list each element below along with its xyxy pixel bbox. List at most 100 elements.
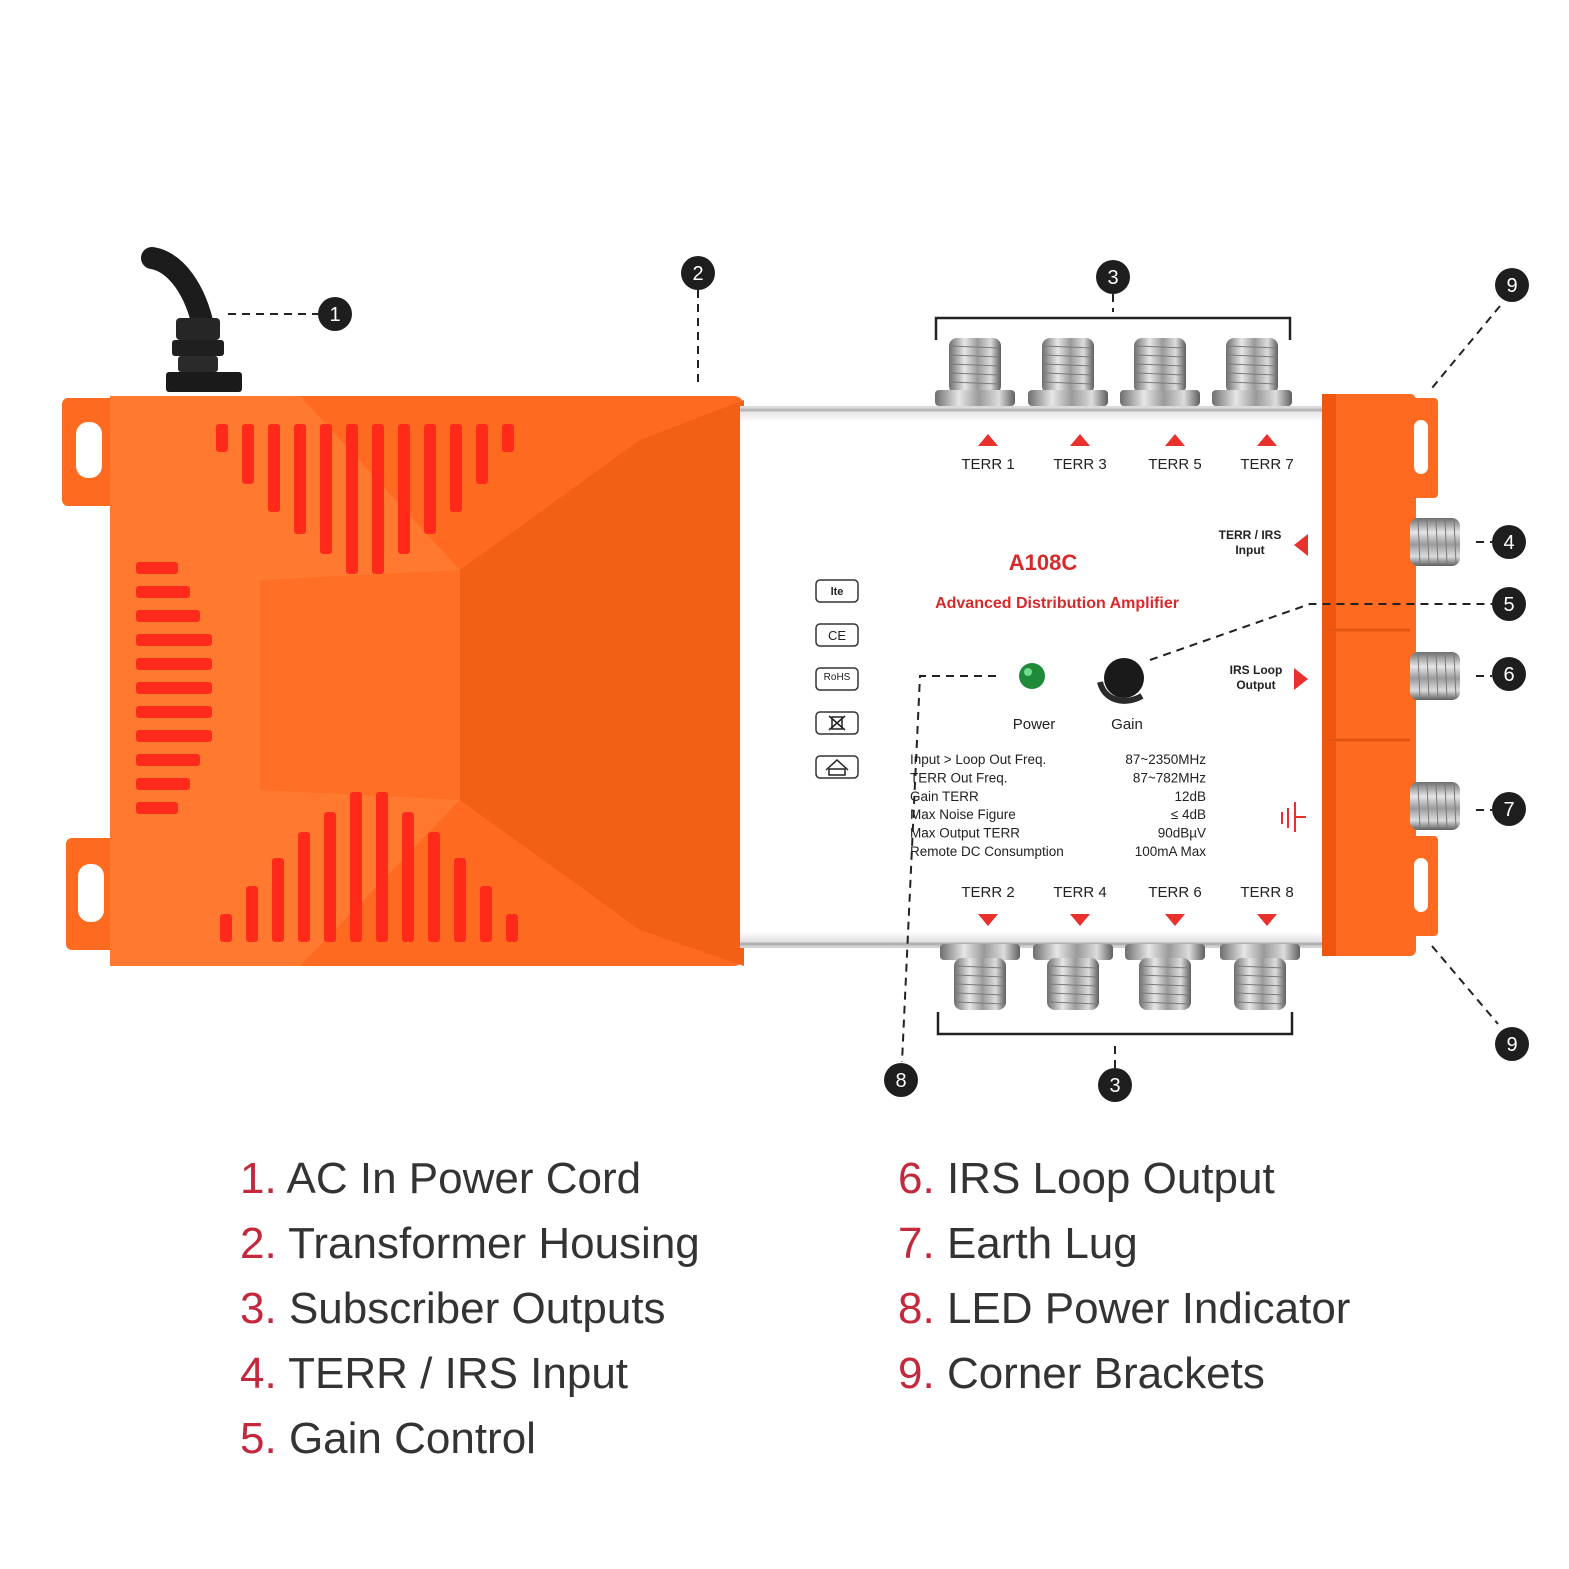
leader-5 (1149, 603, 1492, 661)
power-led-icon (1019, 663, 1045, 689)
legend-number: 7. (898, 1219, 935, 1268)
top-port-bracket (934, 316, 1292, 340)
callout-number: 8 (895, 1070, 906, 1092)
vent-slot (136, 682, 212, 694)
legend-item: 4. TERR / IRS Input (240, 1341, 700, 1406)
vent-slot (136, 706, 212, 718)
bottom-port-bracket (936, 1012, 1294, 1036)
vent-slot (220, 914, 232, 942)
callout-number: 3 (1109, 1075, 1120, 1097)
input-label-line1: TERR / IRS (1219, 528, 1282, 542)
legend-item: 7. Earth Lug (898, 1211, 1350, 1276)
legend-item: 6. IRS Loop Output (898, 1146, 1350, 1211)
vent-slot (324, 812, 336, 942)
legend-text: Transformer Housing (288, 1219, 700, 1268)
bottom-port-label: TERR 8 (1240, 884, 1293, 901)
loop-label-line1: IRS Loop (1230, 663, 1283, 677)
f-connector[interactable] (1220, 944, 1300, 1010)
callout-badge: 5 (1492, 587, 1526, 621)
spec-name: Max Output TERR (910, 826, 1020, 841)
f-connector[interactable] (1212, 338, 1292, 406)
vent-slot (136, 778, 190, 790)
port-up-arrow-icon (978, 434, 998, 446)
port-down-arrow-icon (978, 914, 998, 926)
recycle-house-icon (825, 758, 849, 776)
gain-knob[interactable] (1104, 658, 1144, 698)
leader-lines (228, 290, 1501, 1068)
rohs-mark-label: RoHS (824, 672, 851, 683)
vent-slot (424, 424, 436, 534)
f-connector[interactable] (1028, 338, 1108, 406)
vent-slot (294, 424, 306, 534)
legend-item: 5. Gain Control (240, 1406, 700, 1471)
callout-badge: 6 (1492, 657, 1526, 691)
legend-text: LED Power Indicator (946, 1284, 1351, 1333)
f-connector[interactable] (1410, 652, 1460, 700)
callout-number: 1 (329, 304, 340, 326)
callout-number: 6 (1503, 664, 1514, 686)
vent-slot (480, 886, 492, 942)
ce-mark-label: CE (828, 628, 846, 643)
callout-number: 7 (1503, 799, 1514, 821)
legend-text: TERR / IRS Input (288, 1349, 629, 1398)
vent-slot (454, 858, 466, 942)
f-connector[interactable] (1410, 518, 1460, 566)
top-port-label: TERR 7 (1240, 456, 1293, 473)
vent-slot (272, 858, 284, 942)
callout-number: 9 (1506, 1034, 1517, 1056)
bottom-port-label: TERR 2 (961, 884, 1014, 901)
power-cord (141, 247, 242, 392)
lte-mark (815, 579, 859, 603)
spec-value: 87~782MHz (1133, 770, 1206, 785)
callout-badge: 9 (1495, 1027, 1529, 1061)
f-connector[interactable] (940, 944, 1020, 1010)
callout-badge: 4 (1492, 525, 1526, 559)
legend-text: Earth Lug (946, 1219, 1138, 1268)
callout-number: 3 (1107, 267, 1118, 289)
bottom-port-label: TERR 4 (1053, 884, 1106, 901)
f-connector[interactable] (935, 338, 1015, 406)
spec-name: Gain TERR (910, 789, 979, 804)
callout-badge: 2 (681, 256, 715, 290)
f-connector[interactable] (1033, 944, 1113, 1010)
port-up-arrow-icon (1070, 434, 1090, 446)
vent-slot (476, 424, 488, 484)
f-connector[interactable] (1120, 338, 1200, 406)
callout-number: 4 (1503, 532, 1514, 554)
vent-slot (506, 914, 518, 942)
callout-number: 5 (1503, 594, 1514, 616)
callout-number: 2 (692, 263, 703, 285)
callout-badge: 8 (884, 1063, 918, 1097)
callout-badge: 3 (1096, 260, 1130, 294)
f-connector[interactable] (1410, 782, 1460, 830)
vent-slot (216, 424, 228, 452)
power-led-highlight (1024, 668, 1032, 676)
vent-slot (268, 424, 280, 512)
vent-slot (136, 634, 212, 646)
vent-slots (136, 424, 518, 942)
legend-text: Gain Control (288, 1414, 536, 1463)
legend-number: 8. (898, 1284, 935, 1333)
vent-slot (502, 424, 514, 452)
vent-slot (136, 802, 178, 814)
legend-number: 5. (240, 1414, 277, 1463)
spec-value: 100mA Max (1135, 844, 1207, 859)
spec-value: 87~2350MHz (1125, 752, 1206, 767)
power-label: Power (1013, 716, 1056, 733)
legend-item: 3. Subscriber Outputs (240, 1276, 700, 1341)
top-port-label: TERR 5 (1148, 456, 1201, 473)
spec-name: TERR Out Freq. (910, 770, 1008, 785)
spec-name: Input > Loop Out Freq. (910, 752, 1046, 767)
model-subtitle: Advanced Distribution Amplifier (935, 595, 1179, 612)
vent-slot (136, 586, 190, 598)
f-connector[interactable] (1125, 944, 1205, 1010)
vent-slot (450, 424, 462, 512)
vent-slot (402, 812, 414, 942)
legend-text: Corner Brackets (946, 1349, 1265, 1398)
gain-label: Gain (1111, 716, 1143, 733)
vent-slot (320, 424, 332, 554)
legend-number: 3. (240, 1284, 277, 1333)
